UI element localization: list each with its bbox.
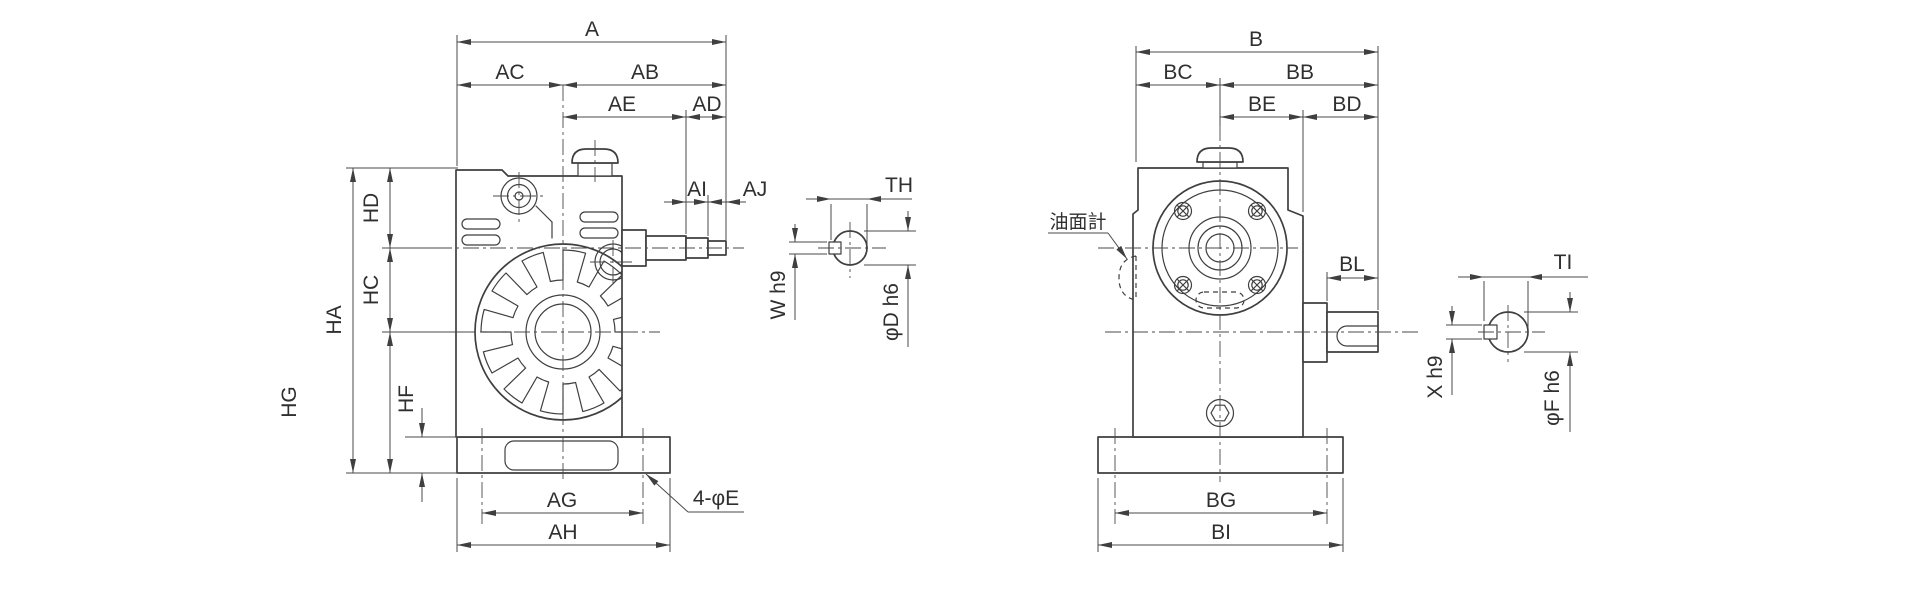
side-view	[1097, 147, 1379, 474]
dim-label-phi-f-h6: φF h6	[1541, 370, 1564, 426]
dim-label-ag: AG	[547, 489, 577, 512]
foot-hole-label: 4-φE	[693, 487, 739, 510]
vent-slot	[579, 227, 619, 239]
dim-label-ti: TI	[1554, 251, 1573, 274]
drain-plug-hex	[1210, 404, 1230, 422]
dim-label-ad: AD	[692, 93, 721, 116]
dim-label-bc: BC	[1163, 61, 1192, 84]
leader-arrow	[1107, 232, 1128, 260]
dim-label-hc: HC	[360, 275, 383, 305]
flange-screw-icon	[1173, 201, 1193, 221]
centerlines	[436, 85, 1545, 524]
eyebolt-pocket-chamfer	[535, 205, 553, 223]
dim-label-ha: HA	[323, 305, 346, 334]
dim-label-a: A	[585, 18, 599, 41]
output-shaft-keyway	[1336, 325, 1379, 347]
front-dimensions: A AC AB AE AD AI AJ HA HD HC HG HF AG AH	[278, 18, 767, 552]
dim-label-ab: AB	[631, 61, 659, 84]
dim-label-hd: HD	[360, 193, 383, 223]
dim-label-w-h9: W h9	[767, 270, 790, 319]
dim-label-b: B	[1249, 28, 1263, 51]
dim-label-bl: BL	[1339, 253, 1365, 276]
side-dimensions: B BC BB BE BD BL BG BI	[1097, 28, 1379, 552]
dim-label-aj: AJ	[743, 178, 768, 201]
side-housing	[1132, 167, 1304, 438]
output-shaft-boss	[1302, 302, 1328, 363]
oil-gauge-icon	[1118, 255, 1137, 301]
dim-label-ac: AC	[495, 61, 524, 84]
dim-label-bi: BI	[1211, 521, 1231, 544]
flange-screw-icon	[1247, 275, 1267, 295]
dim-label-bd: BD	[1332, 93, 1361, 116]
leader-arrow	[645, 473, 689, 513]
front-base-tunnel	[504, 440, 619, 471]
vent-slot	[461, 234, 501, 246]
dim-label-ai: AI	[687, 178, 707, 201]
flange-screw-icon	[1173, 275, 1193, 295]
input-shaft-section-dims: TH W h9 φD h6	[767, 174, 916, 347]
vent-slot	[579, 211, 619, 223]
flange-screw-icon	[1247, 201, 1267, 221]
dim-label-phi-d-h6: φD h6	[880, 283, 903, 341]
dim-label-ah: AH	[548, 521, 577, 544]
dim-label-be: BE	[1248, 93, 1276, 116]
dim-label-ae: AE	[608, 93, 636, 116]
dim-label-x-h9: X h9	[1424, 355, 1447, 398]
output-shaft-section-dims: TI X h9 φF h6	[1424, 251, 1588, 432]
dim-label-bb: BB	[1286, 61, 1314, 84]
foot-hole-callout: 4-φE	[645, 473, 744, 513]
dim-label-bg: BG	[1206, 489, 1236, 512]
oil-gauge-callout: 油面計	[1048, 211, 1128, 260]
side-base	[1097, 436, 1344, 474]
dim-label-th: TH	[885, 174, 913, 197]
dim-label-hf: HF	[395, 385, 418, 413]
oil-gauge-label: 油面計	[1049, 211, 1106, 233]
dim-label-hg: HG	[278, 386, 301, 418]
vent-slot	[461, 218, 501, 230]
